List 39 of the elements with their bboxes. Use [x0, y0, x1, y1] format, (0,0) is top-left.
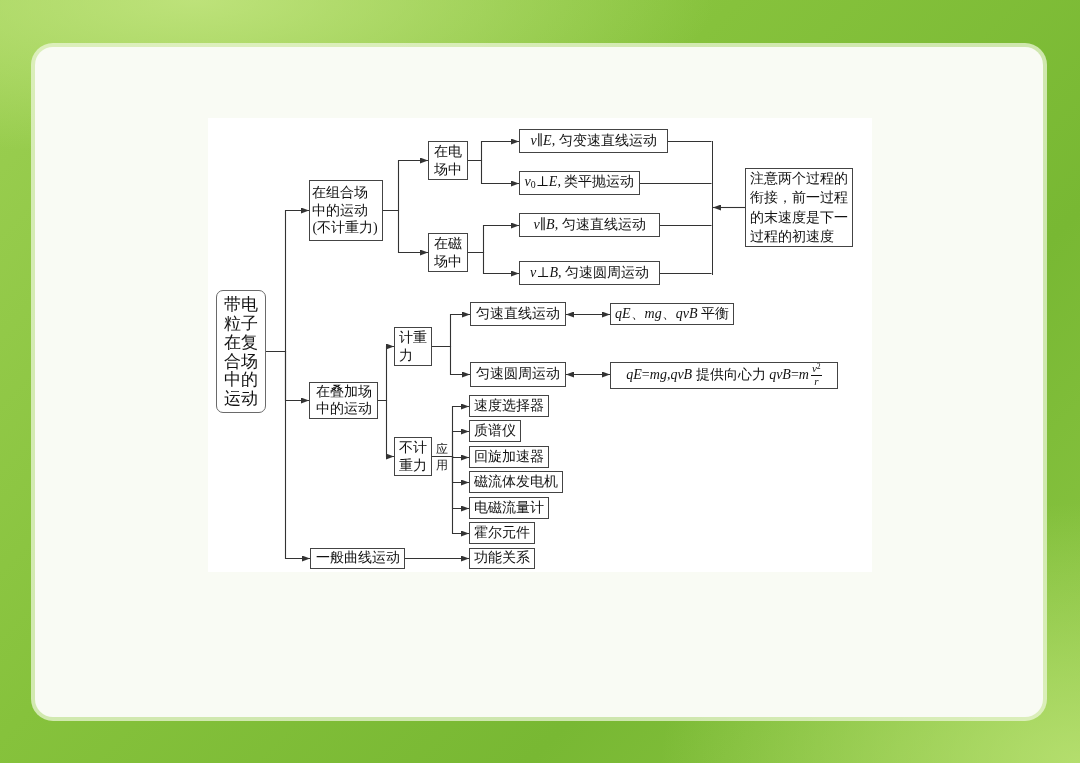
- topic-box: 带电粒子在复合场中的运动: [216, 290, 266, 413]
- arrow: [431, 455, 470, 537]
- concept-box: 电磁流量计: [469, 497, 549, 519]
- concept-box: 匀速圆周运动: [470, 362, 566, 387]
- concept-box: v∥B, 匀速直线运动: [519, 213, 660, 237]
- edge-label: 应用: [436, 440, 449, 473]
- arrow: [565, 311, 611, 318]
- concept-box: 质谱仪: [469, 420, 521, 442]
- concept-box: v⊥B, 匀速圆周运动: [519, 261, 660, 285]
- concept-box: 功能关系: [469, 548, 535, 569]
- concept-box: 霍尔元件: [469, 522, 535, 544]
- arrow: [431, 345, 471, 378]
- arrow: [467, 159, 520, 187]
- concept-box: 在组合场中的运动(不计重力): [309, 180, 383, 241]
- connector-line: [659, 224, 713, 227]
- note-box: 注意两个过程的衔接，前一过程的末速度是下一过程的初速度: [745, 168, 853, 247]
- concept-box: v∥E, 匀变速直线运动: [519, 129, 668, 153]
- concept-box: 一般曲线运动: [310, 548, 405, 569]
- connector-line: [659, 272, 713, 275]
- arrow: [377, 399, 395, 460]
- arrow: [712, 204, 746, 211]
- concept-box: 匀速直线运动: [470, 302, 566, 326]
- arrow: [265, 350, 311, 562]
- arrow: [467, 251, 520, 277]
- concept-box: v$_{0}$⊥E, 类平抛运动: [519, 171, 640, 195]
- connector-line: [639, 182, 713, 185]
- concept-box: 速度选择器: [469, 395, 549, 417]
- arrow: [565, 371, 611, 378]
- connector-line: [667, 140, 713, 143]
- arrow: [382, 209, 429, 256]
- concept-box: 磁流体发电机: [469, 471, 563, 493]
- arrow: [404, 555, 470, 562]
- concept-box: qE、mg、qvB 平衡: [610, 303, 734, 325]
- concept-box: 在电场中: [428, 141, 468, 180]
- concept-box: 在磁场中: [428, 233, 468, 272]
- concept-box: 在叠加场中的运动: [309, 382, 378, 419]
- concept-box: 回旋加速器: [469, 446, 549, 468]
- concept-box: 计重力: [394, 327, 432, 366]
- concept-box: 不计重力: [394, 437, 432, 476]
